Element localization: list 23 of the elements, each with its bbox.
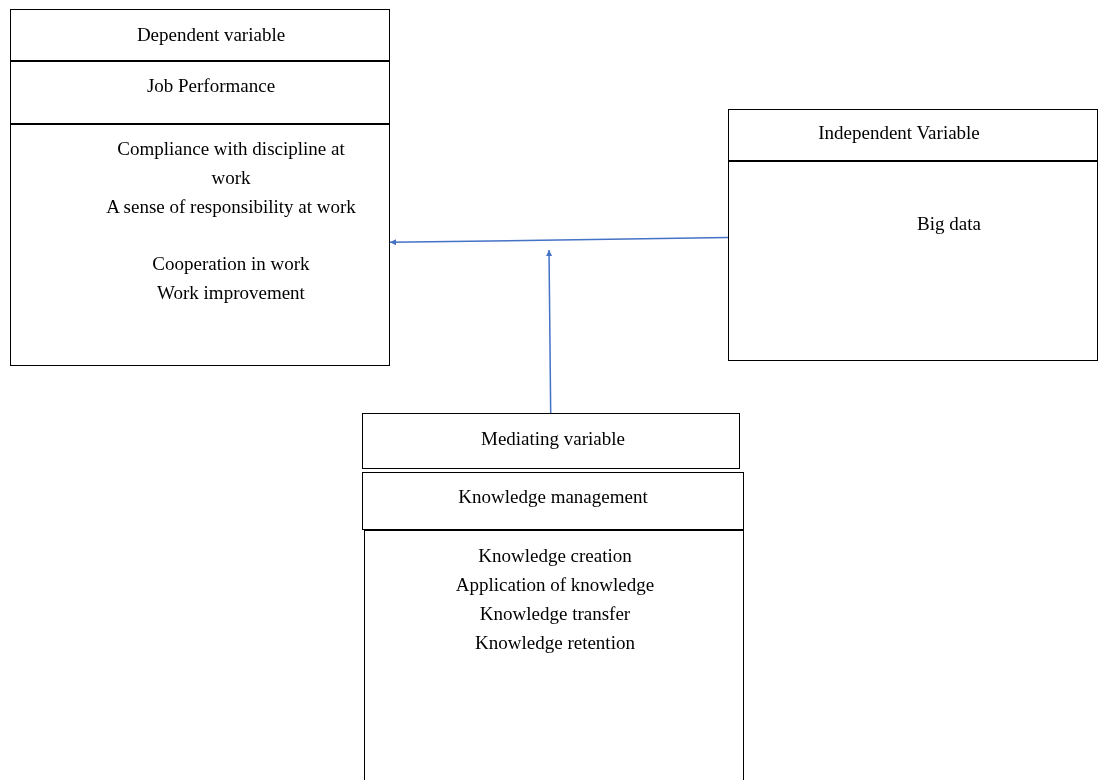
box-text: Big data bbox=[916, 212, 982, 236]
variable-box bbox=[10, 9, 390, 61]
box-text: Dependent variable bbox=[135, 23, 287, 47]
list-item: Work improvement bbox=[156, 281, 306, 305]
box-text: Mediating variable bbox=[480, 427, 626, 451]
variable-box bbox=[10, 124, 390, 366]
variable-box bbox=[362, 472, 744, 530]
variable-box bbox=[364, 530, 744, 780]
list-item: Knowledge retention bbox=[474, 631, 636, 655]
box-text: Job Performance bbox=[145, 74, 277, 98]
box-heading: Independent Variable bbox=[817, 121, 981, 145]
list-item: Knowledge creation bbox=[477, 544, 633, 568]
list-item: Cooperation in work bbox=[151, 252, 311, 276]
list-item: Knowledge transfer bbox=[478, 602, 632, 626]
variable-box bbox=[728, 109, 1098, 361]
arrow bbox=[546, 249, 553, 414]
variable-box bbox=[362, 413, 740, 469]
list-item: Compliance with discipline at work bbox=[116, 137, 346, 190]
box-text: Knowledge management bbox=[457, 485, 649, 509]
list-item: A sense of responsibility at work bbox=[105, 195, 357, 219]
arrow bbox=[389, 236, 729, 246]
variable-box bbox=[10, 61, 390, 124]
list-item: Application of knowledge bbox=[454, 573, 656, 597]
